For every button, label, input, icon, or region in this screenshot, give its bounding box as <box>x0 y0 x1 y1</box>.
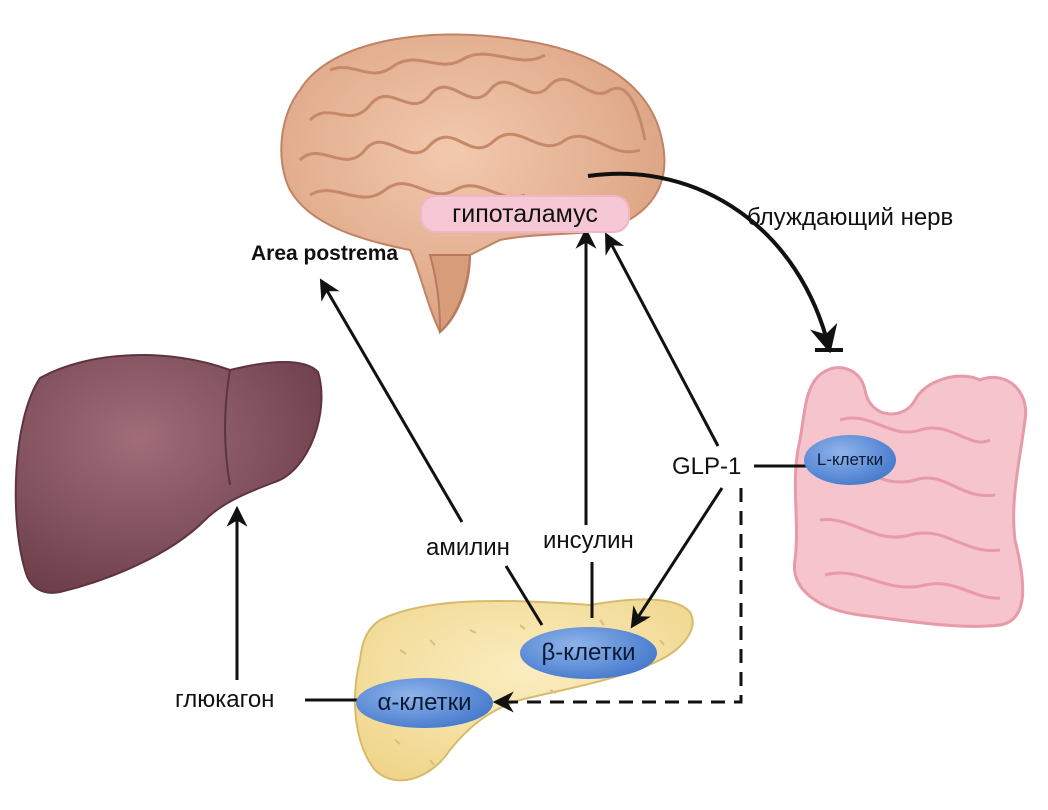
insulin-label: инсулин <box>543 527 634 554</box>
l-cells-badge: L-клетки <box>804 435 896 485</box>
arrow-glp1-to-alpha-cells <box>492 488 743 713</box>
arrow-vagus-nerve <box>587 171 838 354</box>
area-postrema-label: Area postrema <box>251 242 399 265</box>
intestine-icon <box>792 366 1028 628</box>
glp1-label: GLP-1 <box>672 453 742 480</box>
vagus-nerve-label: блуждающий нерв <box>747 204 954 231</box>
brain-icon <box>280 33 666 335</box>
arrow-amylin-to-area-postrema <box>319 278 464 523</box>
alpha-cells-badge: α-клетки <box>356 678 493 728</box>
liver-icon <box>14 354 323 594</box>
amylin-label: амилин <box>426 534 510 561</box>
glucagon-label: глюкагон <box>175 686 275 713</box>
line-beta-to-amylin <box>504 565 544 626</box>
hypothalamus-label: гипоталамус <box>420 195 630 233</box>
arrow-glp1-to-hypothalamus <box>605 232 720 447</box>
arrow-glp1-to-beta-cells <box>630 487 724 629</box>
arrows <box>226 171 843 713</box>
beta-cells-badge: β-клетки <box>520 627 657 679</box>
